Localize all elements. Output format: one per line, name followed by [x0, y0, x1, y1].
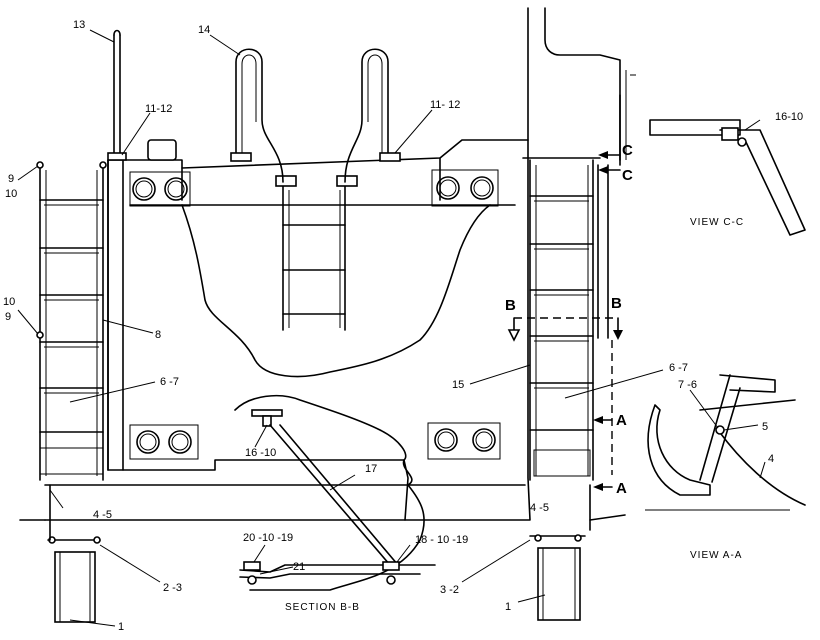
section-bb-detail: [239, 409, 436, 585]
callout-11-12-right: 11- 12: [430, 99, 460, 111]
callout-9-top: 9: [8, 173, 14, 185]
view-title-cc: VIEW C-C: [690, 217, 744, 228]
section-letter-c-upper: C: [622, 142, 633, 159]
cutting-plane-c: [598, 151, 621, 174]
callout-1-right: 1: [505, 601, 511, 613]
callout-6-7-left: 6 -7: [160, 376, 179, 388]
right-ladder: [522, 157, 609, 481]
callout-4-5-right: 4 -5: [530, 502, 549, 514]
view-title-aa: VIEW A-A: [690, 550, 742, 561]
callout-18-10-19: 18 - 10 -19: [415, 534, 468, 546]
platform-body: [19, 139, 626, 521]
callout-6-7-right: 6 -7: [669, 362, 688, 374]
right-handrail: [344, 48, 401, 183]
callout-21: 21: [293, 561, 305, 573]
vertical-post: [107, 29, 127, 161]
callout-11-12-left: 11-12: [145, 103, 172, 115]
callout-10-top: 10: [5, 188, 17, 200]
view-titles: VIEW C-C VIEW A-A SECTION B-B: [285, 217, 744, 613]
cutting-plane-a: [593, 416, 613, 491]
callout-10-mid: 10: [3, 296, 15, 308]
left-foot: [47, 484, 101, 623]
callout-13: 13: [73, 19, 85, 31]
callout-4-5-left: 4 -5: [93, 509, 112, 521]
callout-17: 17: [365, 463, 377, 475]
center-ladder: [275, 175, 358, 331]
callout-9-mid: 9: [5, 311, 11, 323]
callout-5-viewaa: 5: [762, 421, 768, 433]
callout-14: 14: [198, 24, 210, 36]
view-cc-detail: [649, 119, 806, 236]
upper-left-holes: [129, 171, 191, 207]
section-title-bb: SECTION B-B: [285, 602, 360, 613]
callout-2-3: 2 -3: [163, 582, 182, 594]
cab-outline: [527, 7, 636, 166]
callout-7-6-viewaa: 7 -6: [678, 379, 697, 391]
cutting-plane-b: [507, 317, 623, 475]
callout-16-10-bb: 16 -10: [245, 447, 276, 459]
callout-8: 8: [155, 329, 161, 341]
right-foot: [529, 484, 591, 621]
lower-left-holes: [129, 424, 199, 460]
callout-15: 15: [452, 379, 464, 391]
callout-20-10-19: 20 -10 -19: [243, 532, 293, 544]
view-aa-detail: [645, 374, 806, 511]
callout-4-viewaa: 4: [768, 453, 774, 465]
callout-labels: 13 14 11-12 11- 12 9 10 10 9 8 6 -7 6 -7…: [3, 19, 803, 633]
section-letter-b-left: B: [505, 297, 516, 314]
callout-1-left: 1: [118, 621, 124, 633]
section-letters: C C B B A A: [505, 142, 633, 497]
cutaway-outline: [181, 204, 491, 378]
upper-right-holes: [431, 169, 499, 207]
callout-3-2: 3 -2: [440, 584, 459, 596]
section-letter-b-right: B: [611, 295, 622, 312]
section-letter-a-lower: A: [616, 480, 627, 497]
callout-16-10-cc: 16-10: [775, 111, 803, 123]
leader-lines: [17, 29, 766, 627]
left-handrail: [230, 48, 284, 183]
section-cutaway: [234, 394, 425, 591]
lower-right-holes: [427, 422, 501, 460]
section-letter-a-upper: A: [616, 412, 627, 429]
left-ladder: [36, 161, 107, 481]
section-letter-c-lower: C: [622, 167, 633, 184]
